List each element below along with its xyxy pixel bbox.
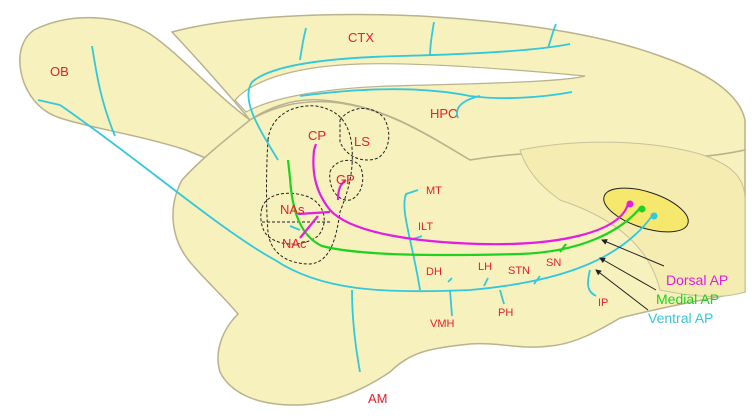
label-gp: GP [336,172,355,187]
label-sn: SN [546,257,561,269]
label-mt: MT [426,185,442,197]
legend-dorsal: Dorsal AP [666,272,728,288]
label-nac: NAc [282,236,307,251]
label-ilt: ILT [418,221,433,233]
dorsal-origin-dot [627,201,634,208]
medial-origin-dot [639,206,646,213]
label-lh: LH [478,261,492,273]
label-ip: IP [598,297,608,309]
label-vmh: VMH [430,318,455,330]
ventral-origin-dot [651,213,658,220]
label-ctx: CTX [348,30,374,45]
label-am: AM [368,391,388,406]
label-ph: PH [498,307,513,319]
label-nas: NAs [280,202,305,217]
label-dh: DH [426,266,442,278]
legend-medial: Medial AP [656,291,719,307]
label-stn: STN [508,265,530,277]
legend-ventral: Ventral AP [648,310,713,326]
label-hpc: HPC [430,106,457,121]
label-cp: CP [308,128,326,143]
label-ls: LS [354,134,370,149]
label-ob: OB [50,64,69,79]
